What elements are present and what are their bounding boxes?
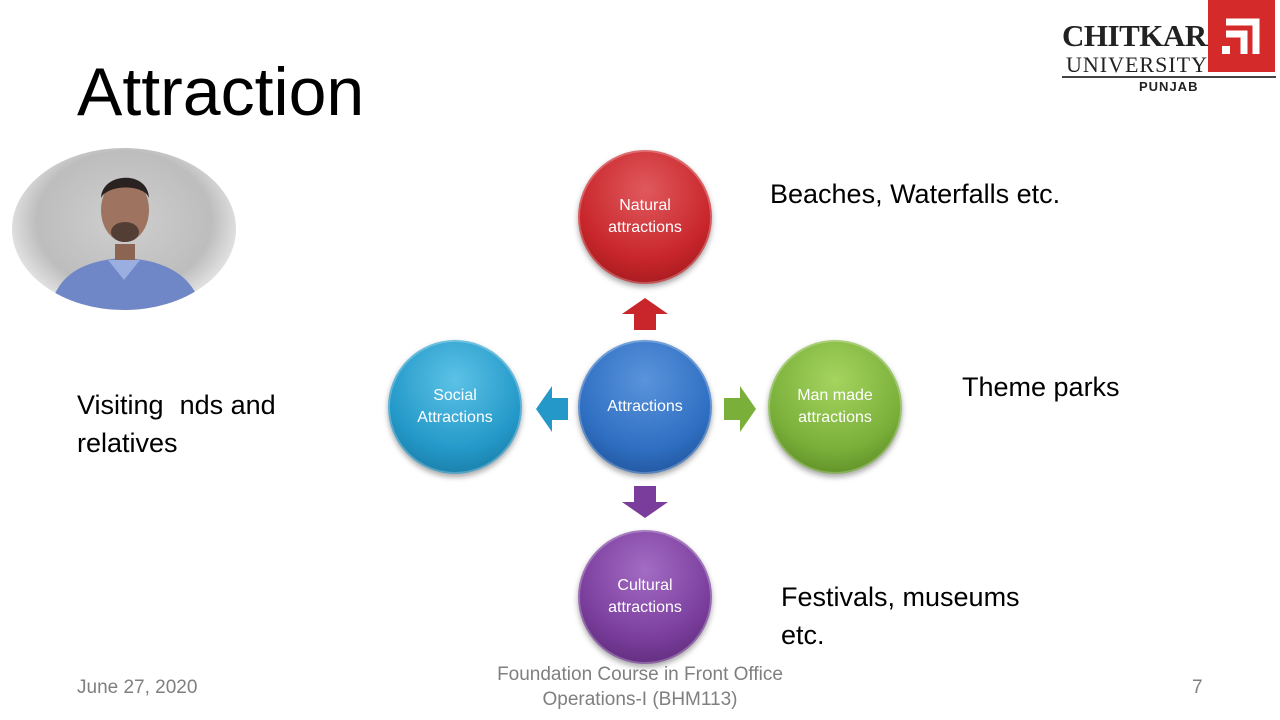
logo-line-chitkara: CHITKARA: [1062, 18, 1229, 53]
node-center-label: Attractions: [607, 398, 683, 415]
footer-course-line1: Foundation Course in Front Office: [497, 664, 783, 685]
slide-title: Attraction: [77, 54, 365, 130]
note-cultural-line2: etc.: [781, 620, 825, 650]
node-manmade-line1: Man made: [797, 387, 873, 404]
footer-course-line2: Operations-I (BHM113): [542, 689, 738, 710]
note-social-examples: Visiting nds and relatives: [77, 386, 276, 462]
logo-divider: [1062, 76, 1276, 78]
node-attractions-center: Attractions: [578, 340, 712, 474]
presenter-webcam: [12, 148, 236, 310]
note-cultural-examples: Festivals, museums etc.: [781, 578, 1020, 654]
note-social-line1-tail: nds and: [179, 390, 276, 420]
arrow-up-icon: [622, 298, 668, 335]
university-logo: CHITKARA UNIVERSITY PUNJAB: [1062, 0, 1276, 98]
note-natural-examples: Beaches, Waterfalls etc.: [770, 179, 1061, 209]
node-cultural-attractions: Cultural attractions: [578, 530, 712, 664]
note-social-line2: relatives: [77, 428, 178, 458]
note-man-made-examples: Theme parks: [962, 372, 1120, 402]
arrow-right-icon: [724, 386, 756, 437]
note-cultural-line1: Festivals, museums: [781, 582, 1020, 612]
footer-course: Foundation Course in Front Office Operat…: [440, 662, 840, 712]
logo-line-university: UNIVERSITY: [1066, 52, 1208, 77]
note-social-line1-head: Visiting: [77, 390, 164, 420]
footer-date: June 27, 2020: [77, 677, 198, 698]
node-cultural-line2: attractions: [608, 599, 682, 616]
node-social-line1: Social: [433, 387, 477, 404]
node-manmade-line2: attractions: [798, 409, 872, 426]
node-natural-attractions: Natural attractions: [578, 150, 712, 284]
arrow-left-icon: [536, 386, 568, 437]
node-cultural-line1: Cultural: [617, 577, 673, 594]
arrow-down-icon: [622, 486, 668, 523]
note-social-line1: Visiting nds and: [77, 386, 276, 424]
logo-emblem-icon: [1208, 0, 1275, 72]
node-natural-line2: attractions: [608, 219, 682, 236]
logo-line-punjab: PUNJAB: [1139, 79, 1199, 94]
node-man-made-attractions: Man made attractions: [768, 340, 902, 474]
node-social-line2: Attractions: [417, 409, 493, 426]
footer-page-number: 7: [1192, 677, 1203, 698]
node-natural-line1: Natural: [619, 197, 671, 214]
